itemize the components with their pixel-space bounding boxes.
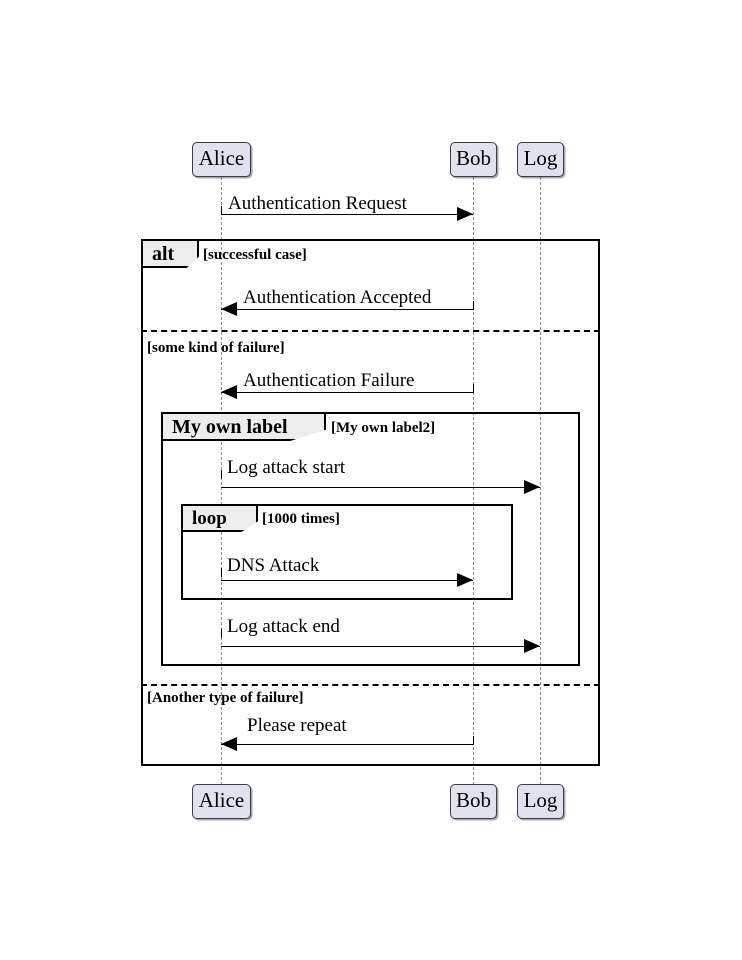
participant-log-top[interactable]: Log [517, 142, 564, 177]
message-line-dns-attack [221, 580, 473, 581]
participant-log-bottom[interactable]: Log [517, 784, 564, 819]
message-line-authentication-failure [221, 392, 473, 393]
message-tail [473, 384, 474, 393]
fragment-guard-loop: [1000 times] [262, 511, 340, 527]
message-label-authentication-failure: Authentication Failure [243, 370, 415, 391]
message-line-please-repeat [221, 744, 473, 745]
fragment-alt[interactable] [141, 239, 600, 766]
message-tail [221, 470, 222, 479]
participant-bob-bottom[interactable]: Bob [450, 784, 497, 819]
message-line-authentication-accepted [221, 309, 473, 310]
fragment-guard-alt-section-2: [some kind of failure] [147, 340, 285, 356]
arrow-head-right [524, 480, 540, 494]
message-label-authentication-accepted: Authentication Accepted [243, 287, 432, 308]
fragment-loop[interactable] [181, 504, 513, 600]
fragment-section-divider-2 [141, 684, 600, 686]
fragment-section-divider-1 [141, 330, 600, 332]
arrow-head-left [221, 385, 237, 399]
fragment-operator-my-own-label: My own label [163, 414, 326, 441]
fragment-my-own-label[interactable] [161, 412, 580, 666]
operator-label: alt [152, 242, 175, 265]
participant-label: Log [523, 788, 558, 812]
arrow-head-right [457, 207, 473, 221]
arrow-head-right [457, 573, 473, 587]
participant-bob-top[interactable]: Bob [450, 142, 497, 177]
message-label-log-attack-end: Log attack end [227, 616, 340, 637]
participant-label: Alice [198, 788, 245, 812]
operator-label: loop [192, 507, 227, 529]
participant-label: Bob [455, 146, 491, 170]
participant-label: Bob [455, 788, 491, 812]
fragment-guard-alt-section-1: [successful case] [203, 247, 307, 263]
message-line-log-attack-start [221, 487, 540, 488]
participant-alice-bottom[interactable]: Alice [192, 784, 251, 819]
lifeline-alice [221, 177, 222, 785]
participant-label: Log [523, 146, 558, 170]
lifeline-bob [473, 177, 474, 785]
fragment-guard-my-own-label: [My own label2] [331, 420, 436, 436]
message-tail [473, 736, 474, 745]
message-tail [473, 301, 474, 310]
message-tail [221, 568, 222, 577]
participant-label: Alice [198, 146, 245, 170]
participant-alice-top[interactable]: Alice [192, 142, 251, 177]
message-line-authentication-request [221, 214, 473, 215]
fragment-operator-alt: alt [143, 241, 199, 268]
message-label-dns-attack: DNS Attack [227, 555, 320, 576]
message-label-log-attack-start: Log attack start [227, 457, 346, 478]
arrow-head-right [524, 639, 540, 653]
message-label-please-repeat: Please repeat [247, 715, 347, 736]
operator-label: My own label [172, 415, 288, 438]
fragment-guard-alt-section-3: [Another type of failure] [147, 690, 304, 706]
message-tail [221, 629, 222, 638]
lifeline-log [540, 177, 541, 785]
message-line-log-attack-end [221, 646, 540, 647]
message-label-authentication-request: Authentication Request [228, 193, 407, 214]
fragment-operator-loop: loop [183, 506, 258, 532]
arrow-head-left [221, 302, 237, 316]
message-tail [221, 206, 222, 215]
arrow-head-left [221, 737, 237, 751]
